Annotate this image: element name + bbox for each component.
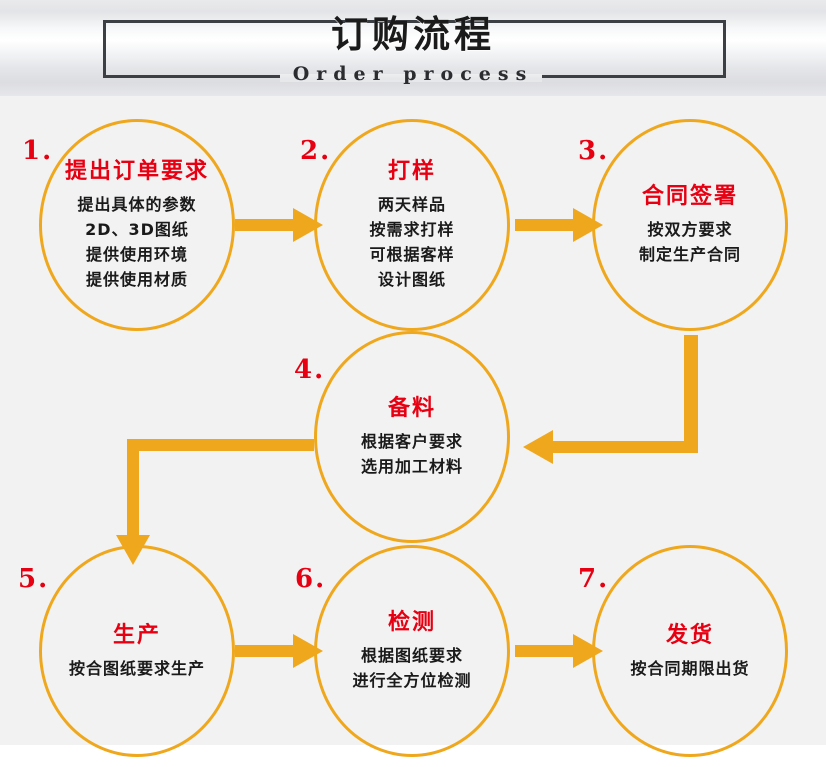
step-body-line: 按合图纸要求生产 — [68, 658, 205, 678]
step-node-2[interactable]: 打样 两天样品 按需求打样 可根据客样 设计图纸 — [314, 119, 510, 331]
step-node-1[interactable]: 提出订单要求 提出具体的参数 2D、3D图纸 提供使用环境 提供使用材质 — [39, 119, 235, 331]
step-body-line: 按双方要求 — [647, 220, 733, 239]
step-body-line: 可根据客样 — [369, 245, 455, 264]
step-body-line: 选用加工材料 — [360, 457, 463, 476]
step-body-line: 制定生产合同 — [638, 245, 741, 264]
step-title-1: 提出订单要求 — [64, 159, 209, 184]
step-body-line: 根据图纸要求 — [360, 646, 463, 665]
step-node-3[interactable]: 合同签署 按双方要求 制定生产合同 — [592, 119, 788, 331]
step-node-5[interactable]: 生产 按合图纸要求生产 — [39, 545, 235, 757]
step-body-line: 两天样品 — [377, 195, 446, 214]
step-body-3: 按双方要求 制定生产合同 — [639, 217, 741, 267]
step-body-5: 按合图纸要求生产 — [69, 656, 205, 681]
step-body-line: 提供使用材质 — [85, 270, 188, 289]
step-body-line: 按合同期限出货 — [630, 658, 750, 678]
connector-step5-to-step6 — [235, 630, 325, 672]
step-node-6[interactable]: 检测 根据图纸要求 进行全方位检测 — [314, 545, 510, 757]
step-node-4[interactable]: 备料 根据客户要求 选用加工材料 — [314, 331, 510, 543]
step-body-line: 设计图纸 — [377, 270, 446, 289]
step-body-line: 进行全方位检测 — [352, 671, 472, 690]
step-node-7[interactable]: 发货 按合同期限出货 — [592, 545, 788, 757]
title-frame-bottom-gap — [280, 74, 542, 82]
step-title-2: 打样 — [387, 159, 436, 184]
connector-step3-to-step4 — [505, 325, 720, 479]
connector-step6-to-step7 — [515, 630, 605, 672]
step-title-3: 合同签署 — [641, 184, 738, 209]
step-number-4: 4. — [294, 355, 326, 385]
page-subtitle: Order process — [292, 63, 534, 85]
step-title-7: 发货 — [665, 622, 714, 648]
step-body-line: 提供使用环境 — [85, 245, 188, 264]
step-body-line: 按需求打样 — [369, 220, 455, 239]
step-number-2: 2. — [300, 136, 332, 166]
connector-step2-to-step3 — [515, 204, 605, 246]
step-title-6: 检测 — [387, 610, 436, 635]
step-number-5: 5. — [18, 564, 50, 594]
step-body-line: 2D、3D图纸 — [85, 220, 189, 239]
step-body-6: 根据图纸要求 进行全方位检测 — [352, 643, 471, 693]
step-title-5: 生产 — [112, 622, 161, 648]
step-number-7: 7. — [578, 564, 610, 594]
step-body-7: 按合同期限出货 — [630, 656, 749, 681]
step-number-6: 6. — [295, 564, 327, 594]
step-number-1: 1. — [22, 136, 54, 166]
step-body-1: 提出具体的参数 2D、3D图纸 提供使用环境 提供使用材质 — [77, 192, 196, 292]
step-body-line: 提出具体的参数 — [77, 195, 197, 214]
step-body-line: 根据客户要求 — [360, 432, 463, 451]
page-title: 订购流程 — [331, 13, 495, 56]
step-body-4: 根据客户要求 选用加工材料 — [361, 429, 463, 479]
connector-step1-to-step2 — [235, 204, 325, 246]
step-body-2: 两天样品 按需求打样 可根据客样 设计图纸 — [369, 192, 454, 292]
step-title-4: 备料 — [387, 396, 436, 421]
step-number-3: 3. — [578, 136, 610, 166]
